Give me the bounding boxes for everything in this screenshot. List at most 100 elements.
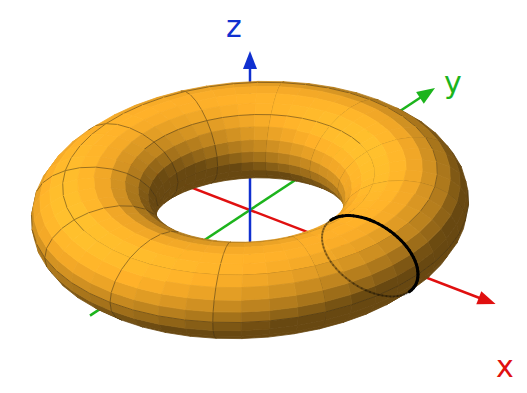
grid-line: [416, 127, 426, 138]
grid-line: [416, 274, 418, 283]
torus-facet: [213, 322, 242, 331]
torus-facet: [255, 115, 272, 128]
torus-facet: [213, 312, 242, 323]
torus-facet: [390, 160, 407, 172]
axes: [90, 57, 490, 316]
grid-line: [465, 205, 468, 220]
grid-line: [71, 146, 80, 158]
x-axis: [124, 162, 490, 302]
grid-line: [239, 114, 255, 116]
torus-facet: [254, 127, 269, 140]
grid-line: [436, 162, 438, 175]
torus-facet: [226, 243, 245, 247]
grid-line: [110, 302, 133, 310]
grid-line: [213, 300, 214, 312]
grid-line: [172, 162, 177, 173]
torus-facet: [294, 278, 323, 295]
torus-facet: [213, 300, 241, 312]
grid-line: [150, 234, 160, 240]
axis-label-y: y: [444, 68, 462, 98]
grid-line: [130, 248, 140, 258]
grid-line: [223, 247, 226, 254]
grid-line: [96, 167, 112, 169]
grid-line: [156, 196, 158, 205]
grid-line: [154, 142, 164, 152]
grid-line: [352, 296, 376, 305]
grid-line: [140, 180, 150, 188]
grid-line: [178, 125, 192, 130]
torus-facet: [254, 151, 266, 162]
grid-line: [435, 174, 438, 187]
torus-facet: [254, 140, 268, 152]
torus-facet: [319, 272, 348, 291]
grid-line: [216, 275, 218, 287]
grid-line: [241, 321, 270, 323]
grid-line: [111, 281, 115, 292]
torus-facet: [256, 94, 277, 104]
grid-line: [207, 117, 223, 120]
grid-line: [45, 248, 47, 258]
torus-facet: [256, 87, 279, 94]
torus-facet: [96, 157, 116, 169]
torus-facet: [266, 140, 280, 153]
grid-line: [336, 216, 346, 218]
torus-facet: [187, 285, 216, 300]
grid-line: [214, 287, 216, 300]
grid-line: [376, 286, 398, 296]
grid-line: [119, 205, 133, 206]
grid-line: [420, 200, 429, 212]
grid-line: [103, 206, 118, 208]
grid-line: [62, 183, 64, 196]
grid-line: [80, 167, 96, 169]
arrowhead: [416, 88, 435, 104]
torus-facet: [237, 103, 255, 115]
torus-surface: [31, 81, 468, 338]
grid-line: [118, 124, 130, 128]
grid-line: [213, 330, 214, 335]
grid-line: [74, 220, 84, 231]
grid-line: [142, 134, 154, 142]
torus-facet: [239, 115, 255, 128]
grid-line: [370, 100, 388, 108]
grid-line: [325, 305, 351, 312]
torus-facet: [218, 264, 243, 276]
torus-facet: [258, 81, 285, 82]
grid-line: [47, 238, 53, 248]
torus-facet: [241, 151, 254, 162]
cross-section-circle: [322, 216, 418, 297]
grid-line: [149, 188, 155, 197]
grid-line: [88, 208, 103, 213]
torus-facet: [236, 94, 256, 105]
grid-line: [67, 208, 74, 220]
grid-line: [398, 274, 418, 286]
torus-facet: [162, 282, 191, 298]
grid-line: [388, 108, 403, 117]
torus-facet: [257, 82, 282, 86]
torus-facet: [243, 253, 266, 264]
grid-line: [408, 212, 420, 224]
grid-line: [71, 283, 89, 294]
grid-line: [302, 118, 316, 121]
grid-line: [165, 130, 178, 136]
torus-facet: [241, 162, 254, 171]
arrowhead: [243, 51, 257, 69]
grid-line: [216, 166, 218, 174]
torus-facet: [94, 178, 111, 188]
torus-facet: [406, 160, 423, 172]
grid-line: [80, 134, 92, 146]
grid-line: [342, 131, 352, 137]
torus-facet: [266, 162, 279, 171]
grid-line: [209, 84, 233, 87]
grid-line: [62, 220, 74, 229]
grid-line: [213, 322, 241, 323]
torus-facet: [241, 321, 270, 331]
grid-line: [435, 248, 449, 261]
torus-facet: [241, 311, 270, 323]
torus-facet: [242, 274, 268, 288]
torus-facet: [213, 330, 241, 336]
torus-facet: [243, 263, 268, 276]
grid-line: [89, 293, 110, 302]
grid-line: [196, 101, 202, 110]
grid-line: [92, 124, 106, 135]
grid-line: [271, 115, 287, 116]
